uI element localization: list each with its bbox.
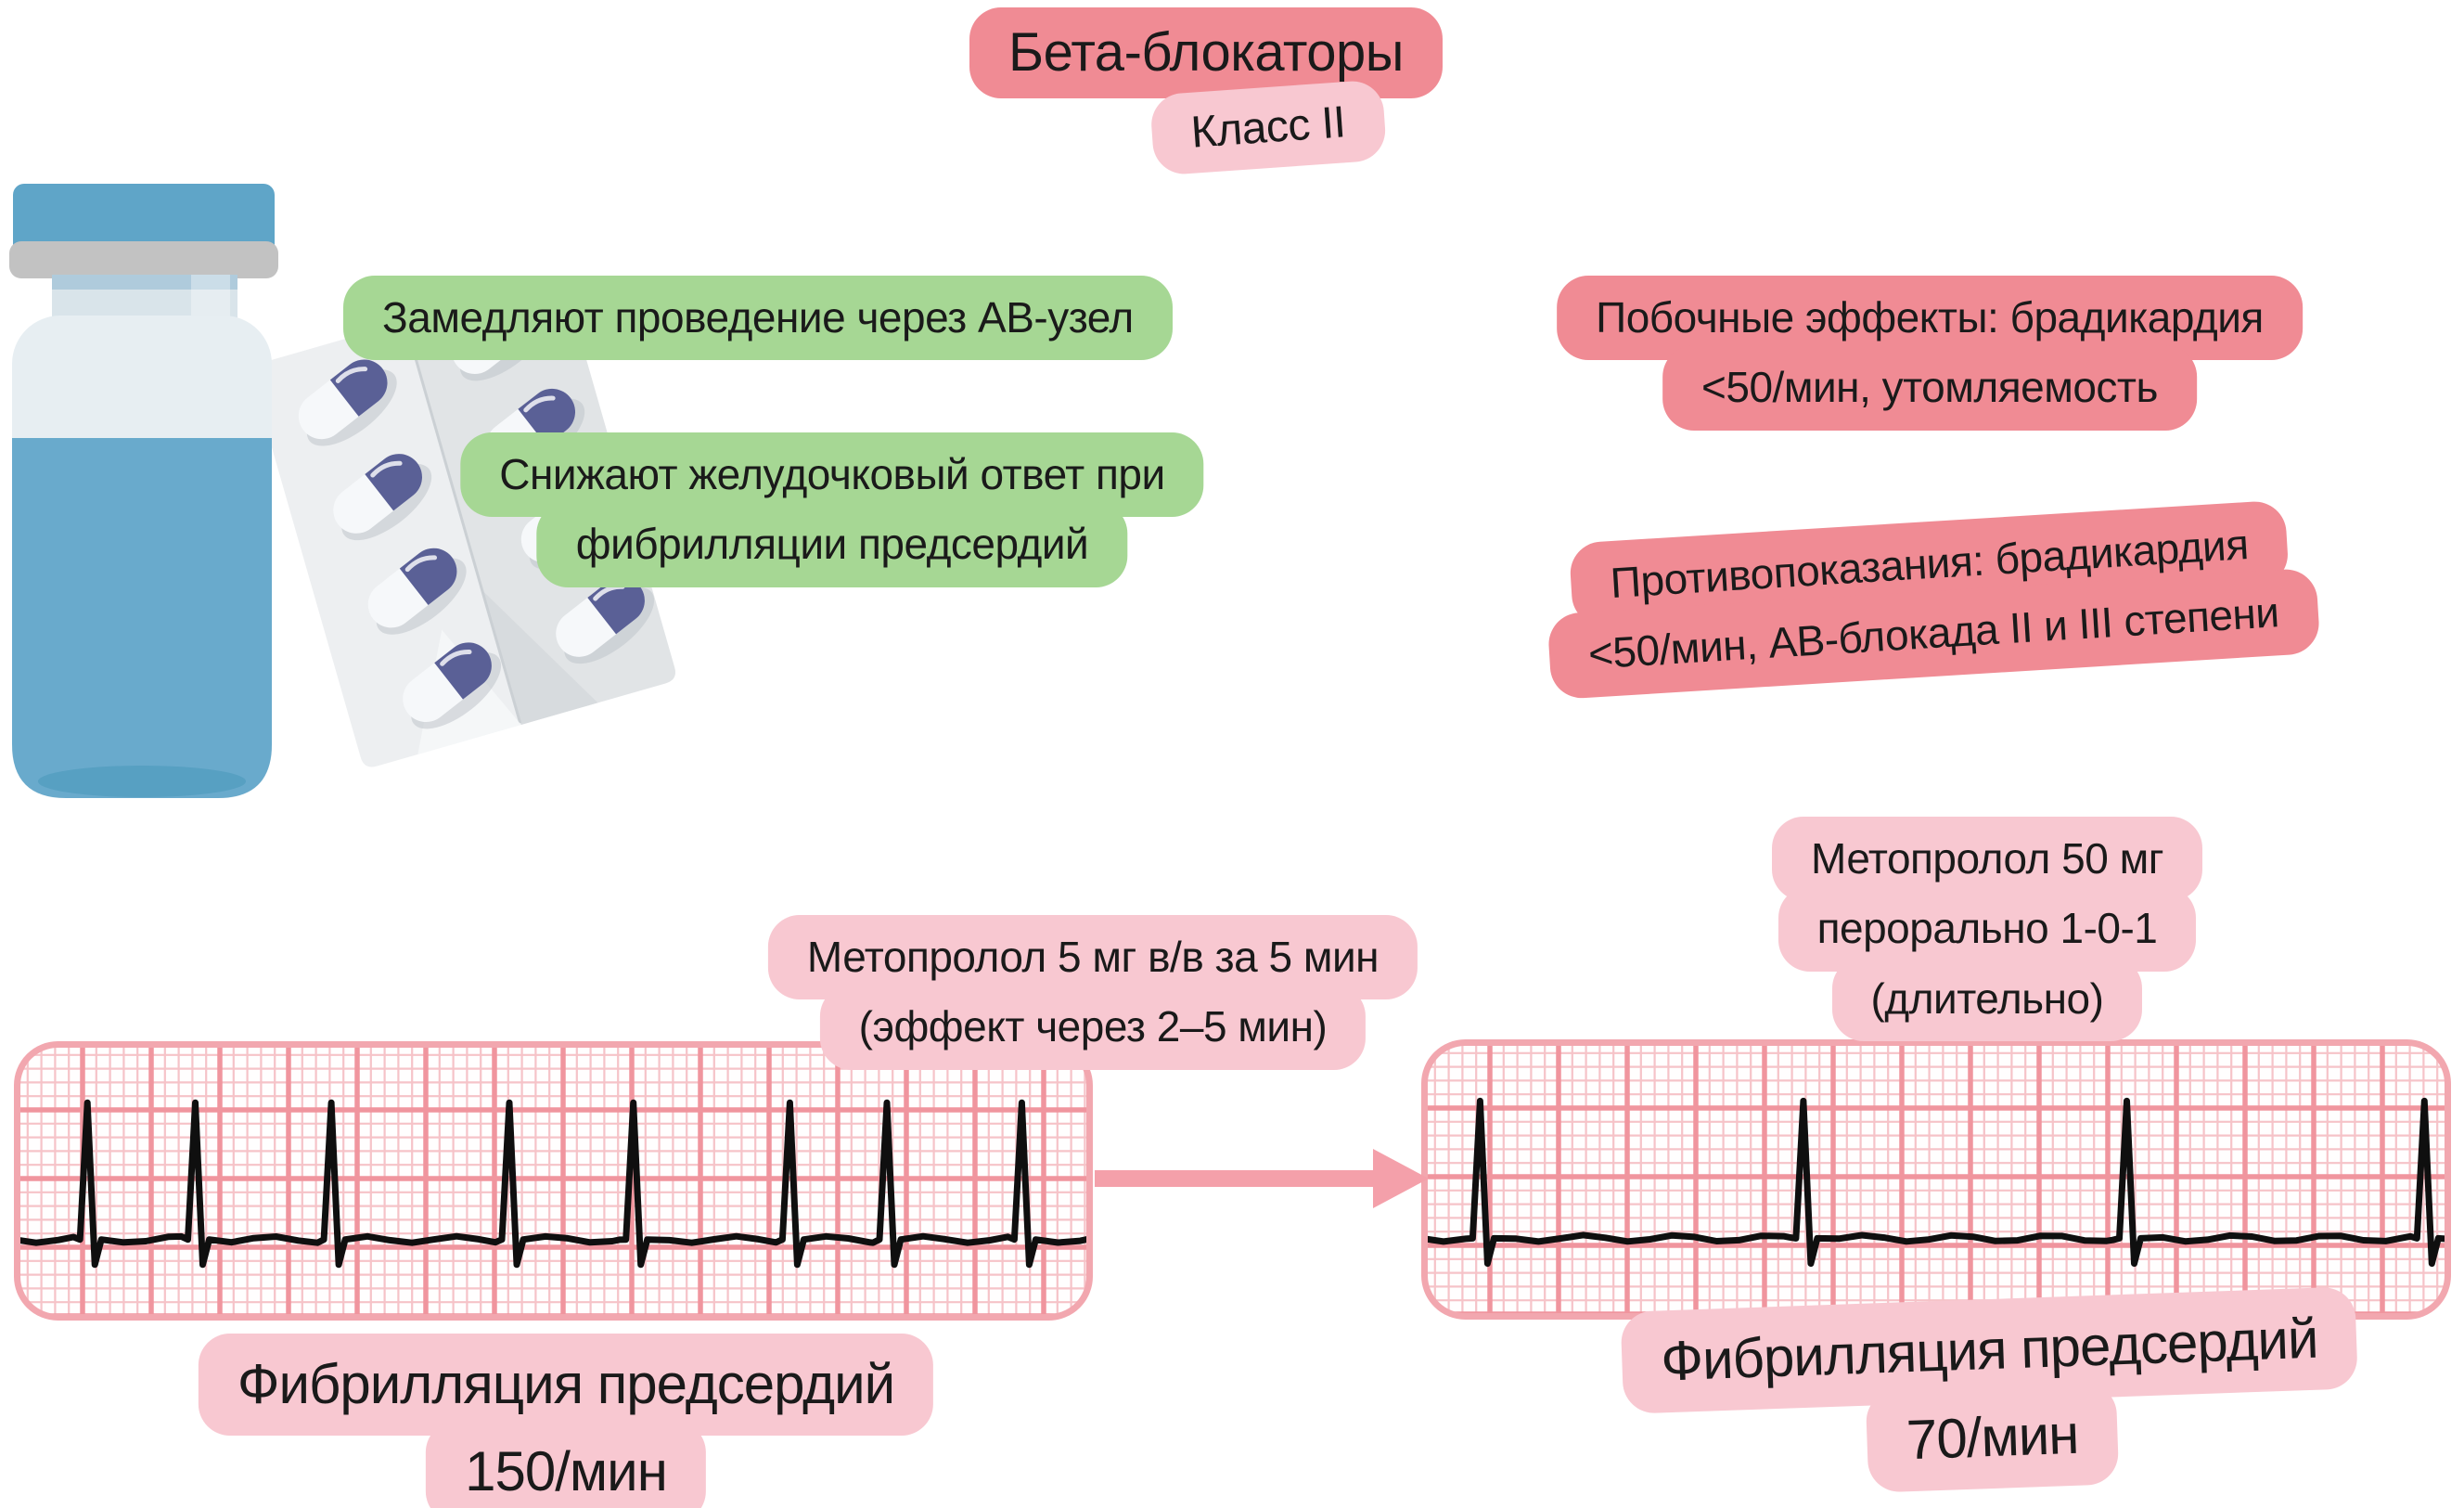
pill-blister-icon [251, 278, 675, 767]
side-effects-badge: Побочные эффекты: брадикардия <50/мин, у… [1557, 276, 2303, 431]
afib-70-label: Фибрилляция предсердий 70/мин [1620, 1286, 2362, 1502]
ecg-strip-after [1421, 1039, 2451, 1320]
afib-150-label: Фибрилляция предсердий 150/мин [198, 1334, 934, 1508]
oral-dose-badge: Метопролол 50 мг перорально 1-0-1 (длите… [1772, 817, 2202, 1041]
ecg-trace-after [1424, 1097, 2448, 1268]
medication-illustration [9, 184, 675, 798]
afib-150-line2: 150/мин [426, 1421, 706, 1508]
medicine-vial-icon [9, 184, 278, 798]
mechanism-badge-line2: фибрилляции предсердий [536, 502, 1128, 587]
capsule-icon [367, 548, 467, 635]
capsule-icon [403, 642, 502, 729]
ecg-trace-before [17, 1099, 1090, 1269]
afib-70-line2: 70/мин [1866, 1382, 2120, 1493]
arrow-right-icon [1095, 1149, 1429, 1208]
mechanism-badge-av-node: Замедляют проведение через АВ-узел [343, 276, 1173, 361]
oral-dose-line3: (длительно) [1831, 956, 2143, 1041]
afib-150-line1: Фибрилляция предсердий [198, 1334, 934, 1436]
capsule-icon [298, 359, 397, 446]
capsule-icon [333, 454, 432, 541]
capsule-icon [556, 577, 655, 664]
iv-dose-line2: (эффект через 2–5 мин) [819, 985, 1367, 1070]
ecg-strip-before [14, 1041, 1093, 1321]
class-badge: Класс II [1149, 79, 1388, 176]
mechanism-badge-ventricular-response: Снижают желудочковый ответ при фибрилляц… [460, 432, 1204, 587]
page-title: Бета-блокаторы [969, 7, 1443, 99]
side-effects-line2: <50/мин, утомляемость [1662, 345, 2197, 431]
contraindications-badge: Противопоказания: брадикардия <50/мин, А… [1543, 498, 2321, 700]
iv-dose-badge: Метопролол 5 мг в/в за 5 мин (эффект чер… [767, 915, 1418, 1070]
